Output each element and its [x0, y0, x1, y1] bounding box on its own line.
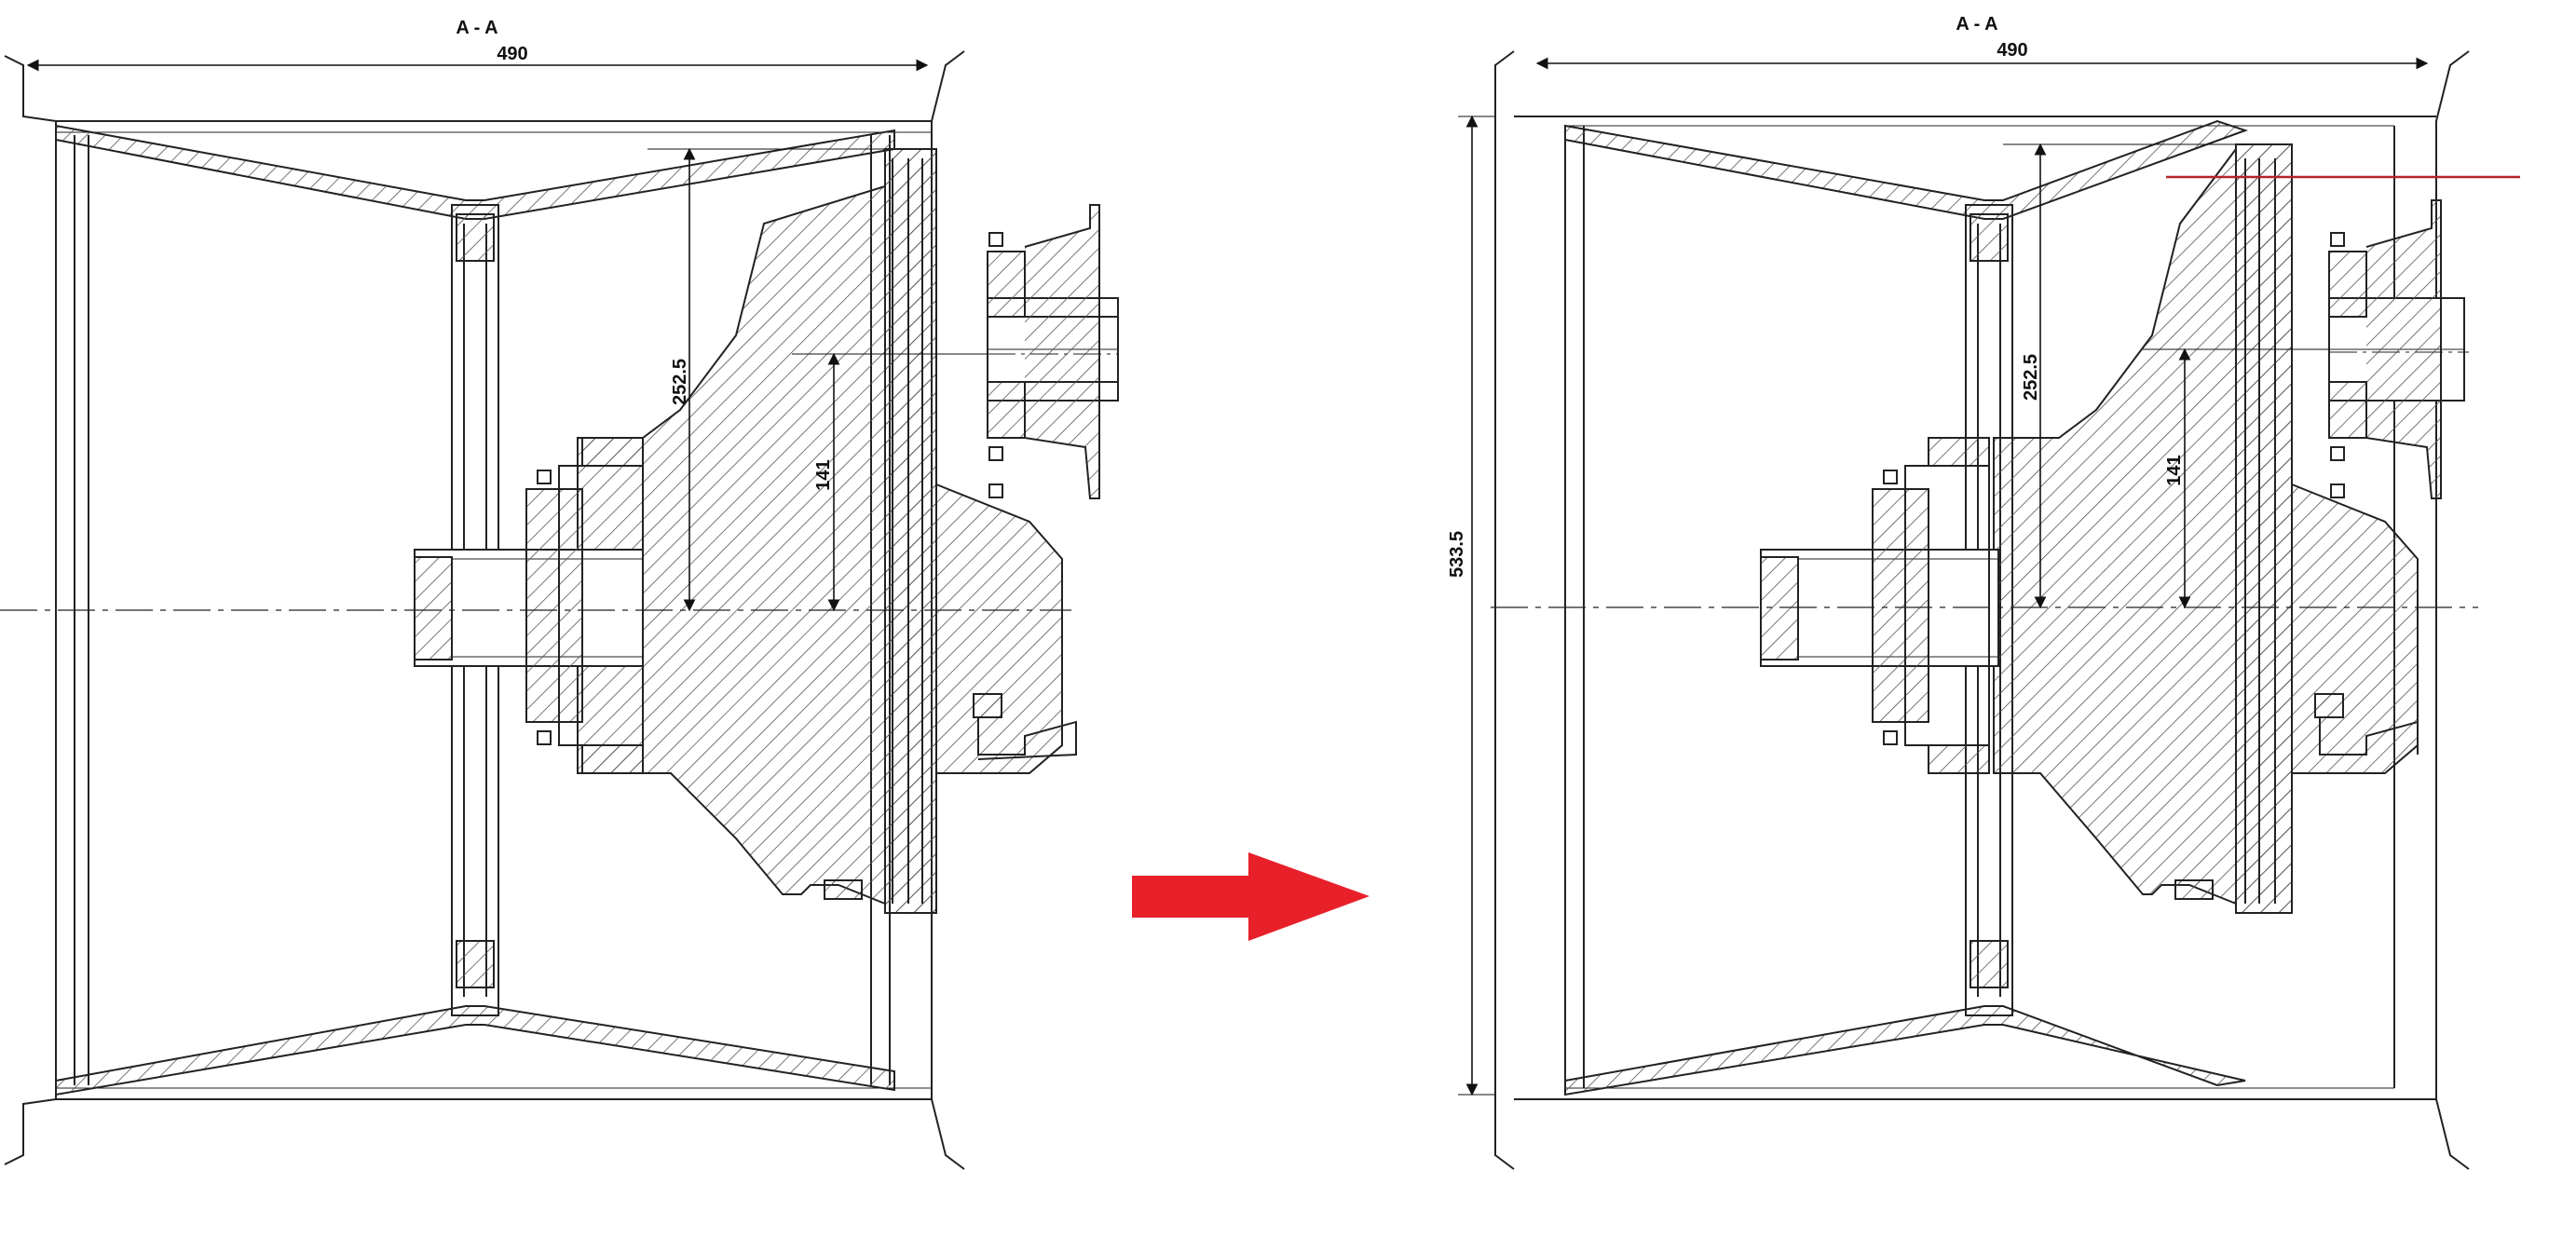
right-section-drawing: [1494, 50, 2470, 1170]
left-dimensions: [26, 59, 988, 612]
right-section-label: A - A: [1956, 14, 1997, 34]
left-rim-outline-left: [4, 55, 57, 1165]
left-dim-width-label: 490: [497, 44, 527, 64]
right-dim-hub-label: 252.5: [2021, 354, 2041, 401]
left-dim-hub-label: 252.5: [670, 359, 690, 405]
transition-arrow-icon: [1132, 852, 1370, 941]
right-dim-width-label: 490: [1997, 40, 2027, 61]
right-dimensions: [1458, 57, 2429, 1096]
left-section-drawing: [4, 50, 1119, 1170]
left-dim-shaft-label: 141: [813, 459, 834, 490]
right-dim-height-label: 533.5: [1447, 531, 1467, 578]
left-section-label: A - A: [456, 18, 497, 38]
right-dim-shaft-label: 141: [2164, 455, 2185, 485]
